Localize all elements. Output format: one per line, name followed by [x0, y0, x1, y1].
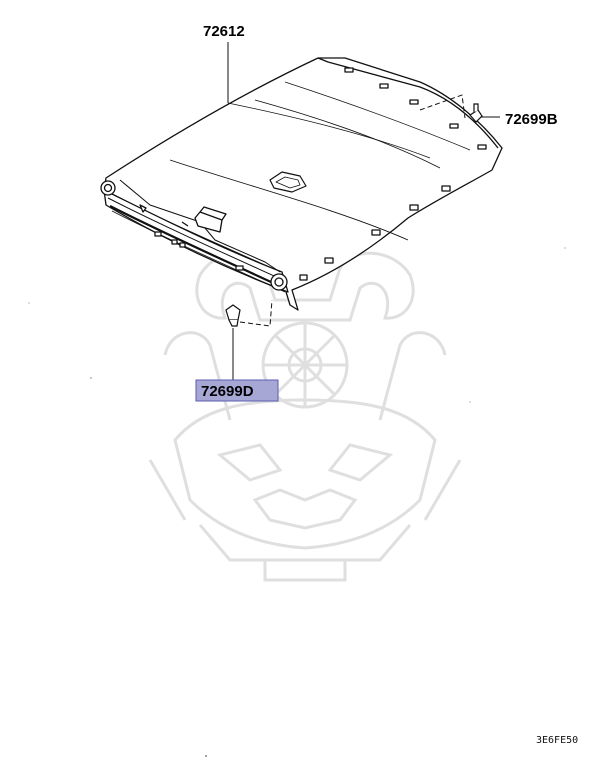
- scan-specks: [28, 247, 566, 757]
- callout-headlining[interactable]: 72612: [203, 23, 245, 40]
- callout-highlight-box: [195, 379, 279, 402]
- samurai-helmet-logo-watermark: [148, 251, 462, 582]
- push-clip-icon: [469, 103, 483, 123]
- roof-headlining-panel: [100, 57, 503, 311]
- callout-clip-rear[interactable]: 72699B: [505, 111, 558, 128]
- push-clip-icon: [225, 304, 241, 327]
- callout-clip-front[interactable]: 72699D: [201, 383, 254, 400]
- diagram-code: 3E6FE50: [536, 735, 578, 746]
- front-clip-leader: [232, 299, 273, 380]
